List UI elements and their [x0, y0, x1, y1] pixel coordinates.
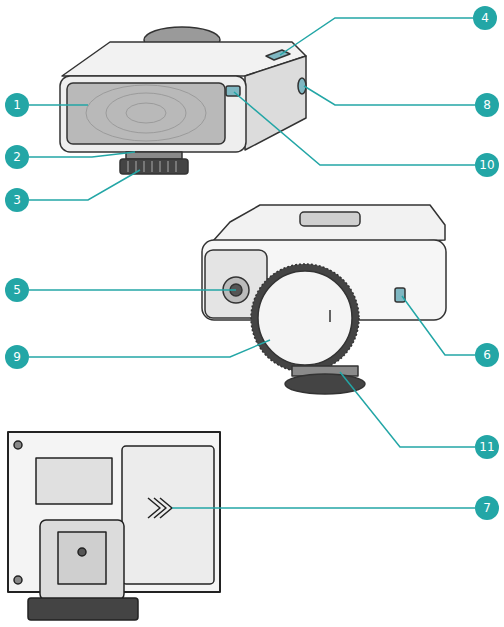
leader-line: [29, 152, 135, 157]
callout-circle-shape: [5, 145, 29, 169]
callout-number: 7: [475, 496, 499, 520]
callout-circle-shape: [475, 496, 499, 520]
callout-circle-shape: [5, 345, 29, 369]
hot-shoe-base: [40, 520, 124, 600]
bottom-view: [8, 432, 220, 620]
lock-ring: [28, 598, 138, 620]
dial-mark: [329, 310, 331, 322]
callout-number: 1: [5, 93, 29, 117]
callout-number: 4: [473, 6, 497, 30]
shoe-plate: [58, 532, 106, 584]
ring-ridges: [128, 161, 176, 172]
callout-number-text: 6: [475, 343, 499, 367]
callout-circle-shape: [475, 153, 499, 177]
callout-number: 2: [5, 145, 29, 169]
leader-line: [280, 18, 473, 55]
callout-number: 8: [475, 93, 499, 117]
callout-number: 5: [5, 278, 29, 302]
fresnel-window: [67, 83, 225, 144]
leader-line: [29, 289, 236, 291]
callout-number-text: 10: [475, 153, 499, 177]
side-face: [245, 56, 306, 150]
shoe-pin: [78, 548, 86, 556]
callout-number-text: 11: [475, 435, 499, 459]
head-top: [300, 212, 360, 226]
callout-circle-shape: [5, 93, 29, 117]
foot: [126, 152, 182, 159]
fresnel-rings: [86, 85, 206, 141]
callout-number-text: 8: [475, 93, 499, 117]
battery-door: [122, 446, 214, 584]
leader-lines: [29, 18, 475, 508]
display-window: [36, 458, 112, 504]
callout-number: 6: [475, 343, 499, 367]
callout-circle-shape: [473, 6, 497, 30]
callout-number-text: 7: [475, 496, 499, 520]
control-dial: [258, 271, 352, 365]
screw: [14, 576, 22, 584]
door-chevron: [160, 498, 172, 518]
callout-number: 3: [5, 188, 29, 212]
callout-circle-shape: [475, 343, 499, 367]
callout-number: 10: [475, 153, 499, 177]
lock-ring: [285, 374, 365, 394]
leader-line: [29, 104, 88, 106]
callout-number-text: 1: [5, 93, 29, 117]
callout-circle-shape: [475, 93, 499, 117]
callout-number-text: 2: [5, 145, 29, 169]
lock-ring: [120, 159, 188, 174]
knurled-ring: [251, 264, 359, 372]
leader-line: [29, 170, 140, 200]
front-view: [60, 27, 306, 174]
callout-number: 11: [475, 435, 499, 459]
leader-line: [29, 340, 270, 357]
callout-number-text: 4: [473, 6, 497, 30]
callout-circle-shape: [5, 188, 29, 212]
switch: [395, 288, 405, 302]
callout-number-text: 9: [5, 345, 29, 369]
screw: [14, 441, 22, 449]
callout-number: 9: [5, 345, 29, 369]
callout-number-text: 5: [5, 278, 29, 302]
leader-line: [234, 92, 475, 165]
leader-line: [172, 507, 475, 509]
callout-number-text: 3: [5, 188, 29, 212]
leader-line: [340, 372, 475, 447]
front-face: [60, 76, 246, 152]
leader-line: [402, 296, 475, 355]
callout-circle-shape: [475, 435, 499, 459]
rear-view: [202, 205, 446, 394]
callout-circle-shape: [5, 278, 29, 302]
leader-line: [304, 86, 475, 105]
